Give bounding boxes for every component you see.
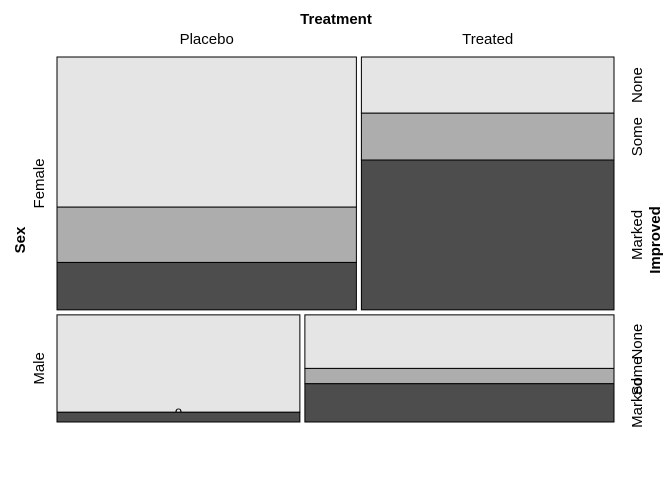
tile-male-treated-marked xyxy=(304,383,615,423)
mosaic-tiles: o xyxy=(56,56,615,423)
row-label-male: Male xyxy=(31,352,48,385)
tile-female-treated-marked xyxy=(360,159,615,311)
level-label-male-marked: Marked xyxy=(629,378,646,428)
tile-male-placebo-none xyxy=(56,314,301,413)
column-label-treated: Treated xyxy=(462,31,513,48)
column-label-placebo: Placebo xyxy=(180,31,234,48)
tile-female-placebo-some xyxy=(56,206,357,263)
tile-female-treated-some xyxy=(360,112,615,161)
level-label-male-some: Some xyxy=(629,356,646,395)
column-labels: Placebo Treated xyxy=(180,31,514,48)
column-variable-title: Treatment xyxy=(300,11,372,28)
row-label-female: Female xyxy=(31,158,48,208)
tile-male-treated-some xyxy=(304,367,615,385)
level-label-female-marked: Marked xyxy=(629,210,646,260)
zero-cell-marker: o xyxy=(175,403,182,418)
level-label-female-none: None xyxy=(629,67,646,103)
level-label-female-some: Some xyxy=(629,117,646,156)
row-variable-title: Sex xyxy=(12,226,29,253)
tile-male-treated-none xyxy=(304,314,615,369)
tile-male-placebo-marked xyxy=(56,411,301,423)
tile-female-treated-none xyxy=(360,56,615,114)
level-label-male-none: None xyxy=(629,324,646,360)
fill-variable-title: Improved xyxy=(647,206,664,274)
tile-female-placebo-marked xyxy=(56,261,357,311)
tile-female-placebo-none xyxy=(56,56,357,208)
